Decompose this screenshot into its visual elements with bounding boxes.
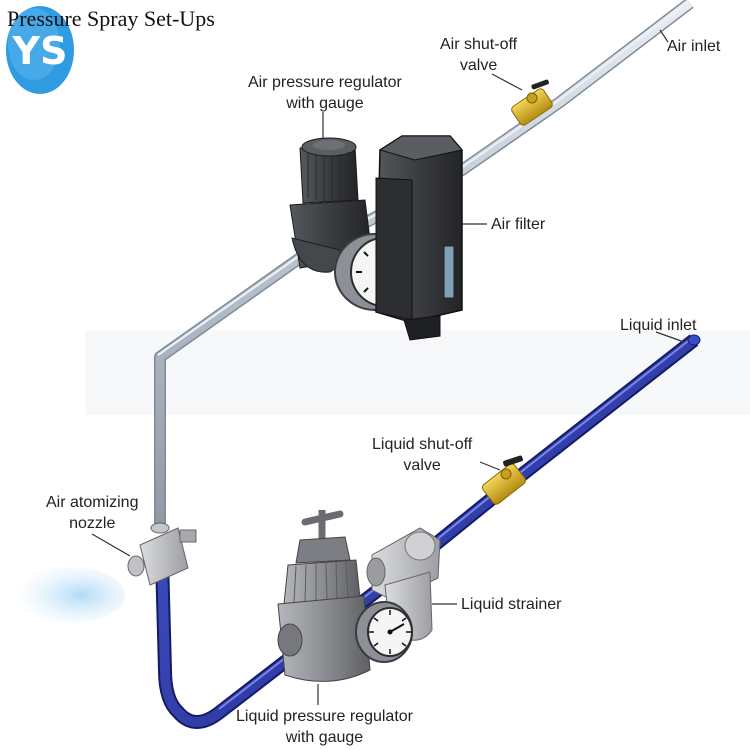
logo-text: YS <box>12 29 68 73</box>
label-line: Air atomizing <box>46 494 139 511</box>
liquid-shutoff-valve <box>481 455 527 505</box>
spray-mist <box>15 567 125 623</box>
label-line: with gauge <box>285 729 364 746</box>
label-line: with gauge <box>286 95 364 112</box>
label-line: valve <box>459 57 498 74</box>
liquid-gauge <box>355 601 413 663</box>
label-line: Liquid pressure regulator <box>236 708 413 725</box>
air-shutoff-valve <box>511 79 553 126</box>
label-line: nozzle <box>69 515 116 532</box>
label-air-filter: Air filter <box>491 216 546 233</box>
air-atomizing-nozzle <box>15 522 197 623</box>
label-line: Liquid shut-off <box>372 436 473 453</box>
label-line: valve <box>403 457 441 474</box>
page-title: Pressure Spray Set-Ups <box>7 6 215 31</box>
label-air-atomizing-nozzle: Air atomizing nozzle <box>46 492 138 534</box>
background-band <box>85 330 750 415</box>
valve-handle-icon <box>531 79 549 90</box>
label-line: Air shut-off <box>440 36 518 53</box>
leader-lines <box>91 29 685 705</box>
logo-ys: YS <box>6 6 74 94</box>
label-liquid-pressure-regulator: Liquid pressure regulator with gauge <box>236 706 413 748</box>
label-air-pressure-regulator: Air pressure regulator with gauge <box>248 72 402 114</box>
liquid-pressure-regulator <box>277 510 371 682</box>
label-liquid-inlet: Liquid inlet <box>620 317 697 334</box>
liquid-strainer <box>366 527 441 641</box>
label-air-shutoff-valve: Air shut-off valve <box>440 34 517 76</box>
label-air-inlet: Air inlet <box>667 38 721 55</box>
air-filter <box>375 135 463 341</box>
label-liquid-shutoff-valve: Liquid shut-off valve <box>372 434 472 476</box>
valve-handle-icon <box>503 455 523 467</box>
label-liquid-strainer: Liquid strainer <box>461 596 562 613</box>
label-line: Air pressure regulator <box>248 74 402 91</box>
